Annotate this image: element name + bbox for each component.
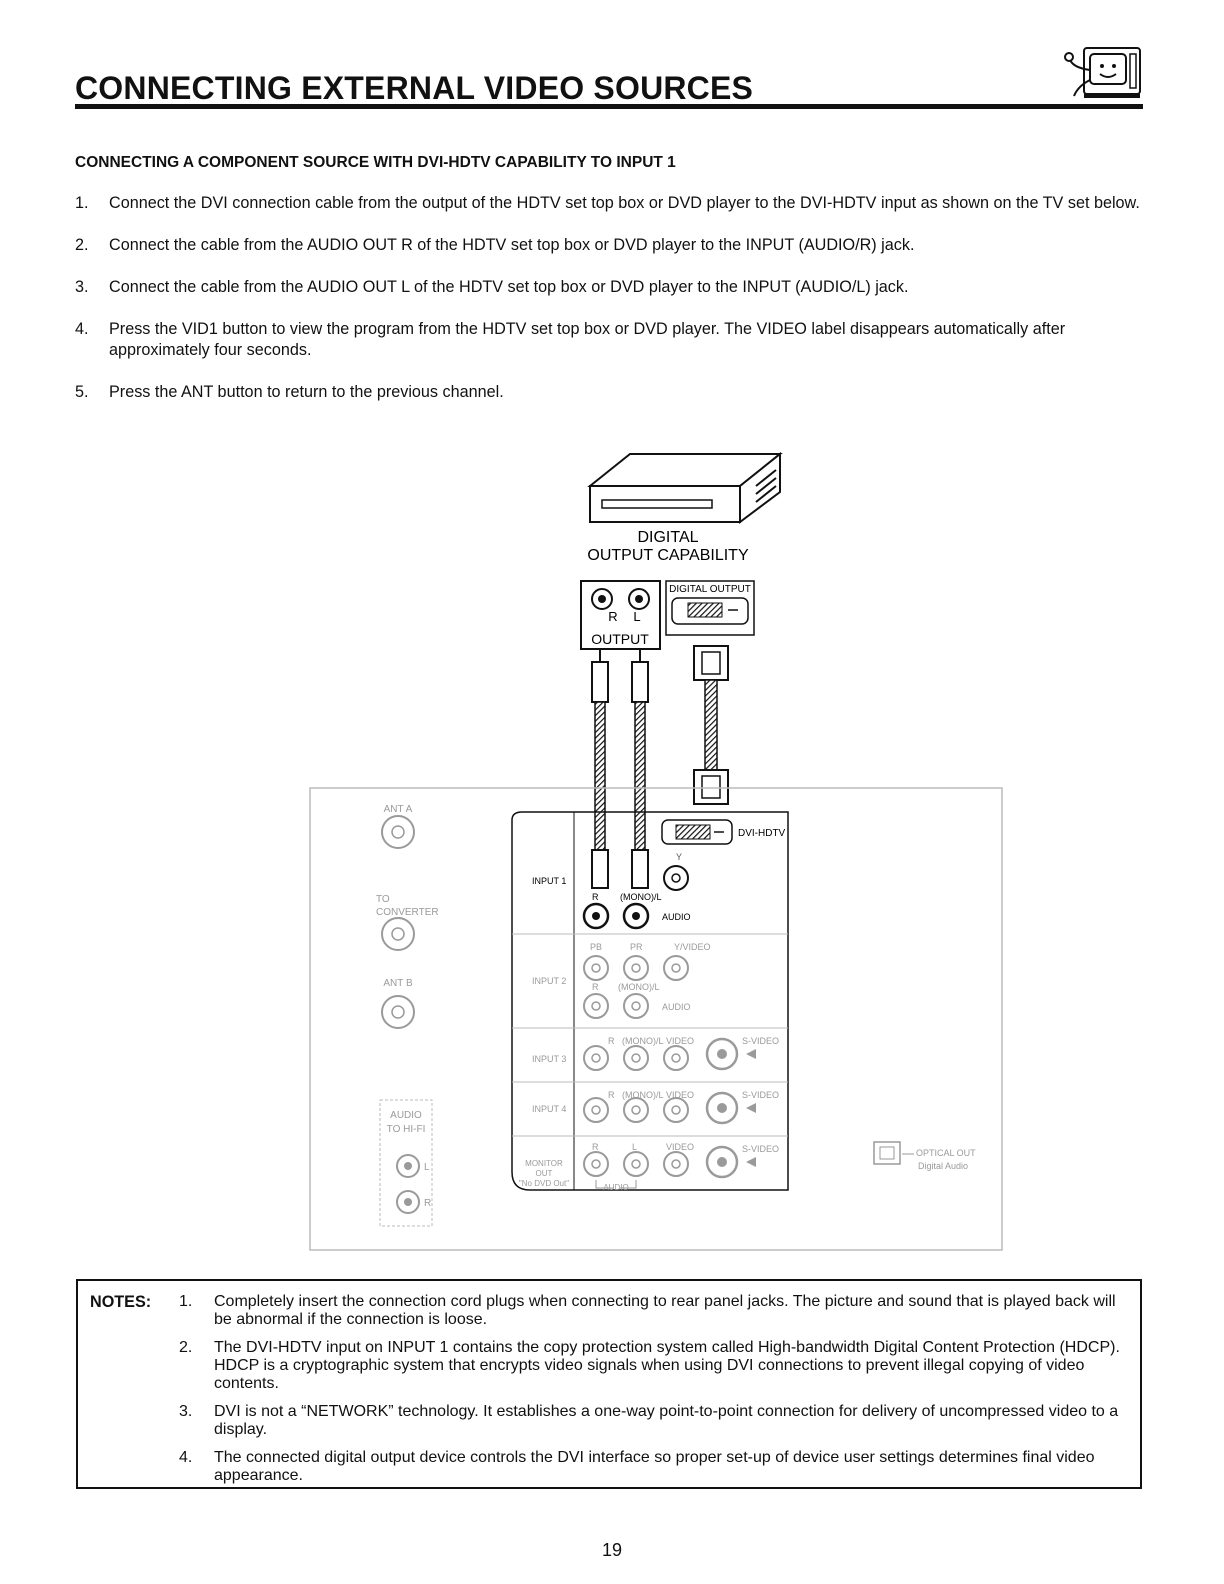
y-video-label: Y/VIDEO bbox=[674, 942, 711, 952]
step-number: 4. bbox=[75, 320, 89, 338]
note-item: 1. Completely insert the connection cord … bbox=[179, 1293, 1129, 1329]
step-number: 1. bbox=[75, 194, 89, 212]
input1-audio-label: AUDIO bbox=[662, 912, 691, 922]
note-item: 4. The connected digital output device co… bbox=[179, 1449, 1129, 1485]
step-text: Press the VID1 button to view the progra… bbox=[109, 320, 1066, 359]
note-item: 3. DVI is not a “NETWORK” technology. It … bbox=[179, 1403, 1129, 1439]
note-text: The connected digital output device cont… bbox=[214, 1449, 1095, 1484]
to-converter-label-2: CONVERTER bbox=[376, 907, 439, 918]
input4-video-label: VIDEO bbox=[666, 1090, 694, 1100]
digital-output-device bbox=[587, 451, 783, 524]
notes-label: NOTES: bbox=[90, 1293, 152, 1311]
input-block bbox=[511, 811, 789, 1191]
notes-box: NOTES: 1. Completely insert the connectio… bbox=[76, 1279, 1142, 1489]
note-number: 1. bbox=[179, 1293, 193, 1310]
monitor-audio-label: AUDIO bbox=[603, 1183, 628, 1192]
tv-rear-panel bbox=[309, 787, 1003, 1251]
connection-diagram: DIGITAL OUTPUT CAPABILITY R L OUTPUT DIG… bbox=[309, 451, 1003, 1251]
input2-audio-label: AUDIO bbox=[662, 1002, 691, 1012]
output-label: OUTPUT bbox=[591, 631, 649, 647]
notes-list: 1. Completely insert the connection cord … bbox=[179, 1293, 1129, 1495]
input1-r-label: R bbox=[592, 892, 599, 902]
title-rule bbox=[75, 104, 1143, 109]
digital-output-label: DIGITAL OUTPUT bbox=[669, 584, 751, 595]
step-item: 2. Connect the cable from the AUDIO OUT R… bbox=[75, 235, 1150, 256]
hifi-l-label: L bbox=[424, 1162, 430, 1173]
ant-a-label: ANT A bbox=[384, 804, 413, 815]
step-text: Connect the DVI connection cable from th… bbox=[109, 194, 1140, 212]
input4-s-video-label: S-VIDEO bbox=[742, 1090, 779, 1100]
instruction-steps: 1. Connect the DVI connection cable from … bbox=[75, 193, 1150, 424]
audio-to-hifi-panel bbox=[379, 1099, 433, 1227]
input3-r-label: R bbox=[608, 1036, 615, 1046]
page-number: 19 bbox=[601, 1540, 623, 1560]
input1-label: INPUT 1 bbox=[532, 876, 566, 886]
page-title: CONNECTING EXTERNAL VIDEO SOURCES bbox=[75, 70, 754, 106]
note-number: 4. bbox=[179, 1449, 193, 1466]
hifi-r-label: R bbox=[424, 1198, 431, 1209]
monitor-l-label: L bbox=[632, 1142, 637, 1152]
input4-label: INPUT 4 bbox=[532, 1104, 566, 1114]
to-converter-label-1: TO bbox=[376, 894, 390, 905]
monitor-out-label-1: MONITOR bbox=[525, 1159, 563, 1168]
step-number: 2. bbox=[75, 236, 89, 254]
audio-to-hifi-label-1: AUDIO bbox=[390, 1110, 422, 1121]
dvi-cable bbox=[693, 645, 729, 805]
input4-r-label: R bbox=[608, 1090, 615, 1100]
pr-label: PR bbox=[630, 942, 643, 952]
digital-audio-label: Digital Audio bbox=[918, 1161, 968, 1171]
step-item: 5. Press the ANT button to return to the … bbox=[75, 382, 1150, 403]
rca-cable-r bbox=[591, 650, 609, 889]
tv-mascot-icon bbox=[1064, 47, 1141, 98]
input2-r-label: R bbox=[592, 982, 599, 992]
input3-mono-l-label: (MONO)/L bbox=[622, 1036, 664, 1046]
monitor-s-video-label: S-VIDEO bbox=[742, 1144, 779, 1154]
monitor-r-label: R bbox=[592, 1142, 599, 1152]
note-text: The DVI-HDTV input on INPUT 1 contains t… bbox=[214, 1339, 1120, 1392]
output-r-label: R bbox=[608, 609, 617, 624]
input3-s-video-label: S-VIDEO bbox=[742, 1036, 779, 1046]
audio-to-hifi-label-2: TO HI-FI bbox=[387, 1124, 426, 1135]
section-subheading: CONNECTING A COMPONENT SOURCE WITH DVI-H… bbox=[75, 154, 676, 171]
step-text: Connect the cable from the AUDIO OUT R o… bbox=[109, 236, 915, 254]
output-l-label: L bbox=[633, 609, 640, 624]
monitor-video-label: VIDEO bbox=[666, 1142, 694, 1152]
monitor-out-label-3: "No DVD Out" bbox=[519, 1179, 569, 1188]
device-label-line-1: DIGITAL bbox=[637, 529, 698, 546]
input1-mono-l-label: (MONO)/L bbox=[620, 892, 662, 902]
y-label: Y bbox=[676, 852, 682, 862]
note-text: DVI is not a “NETWORK” technology. It es… bbox=[214, 1403, 1119, 1438]
pb-label: PB bbox=[590, 942, 602, 952]
step-item: 3. Connect the cable from the AUDIO OUT L… bbox=[75, 277, 1150, 298]
monitor-out-label-2: OUT bbox=[536, 1169, 553, 1178]
input2-mono-l-label: (MONO)/L bbox=[618, 982, 660, 992]
input3-video-label: VIDEO bbox=[666, 1036, 694, 1046]
input4-mono-l-label: (MONO)/L bbox=[622, 1090, 664, 1100]
device-label-line-2: OUTPUT CAPABILITY bbox=[587, 547, 749, 564]
step-number: 3. bbox=[75, 278, 89, 296]
step-item: 4. Press the VID1 button to view the prog… bbox=[75, 319, 1150, 361]
step-item: 1. Connect the DVI connection cable from … bbox=[75, 193, 1150, 214]
dvi-hdtv-label: DVI-HDTV bbox=[738, 828, 786, 839]
note-text: Completely insert the connection cord pl… bbox=[214, 1293, 1116, 1328]
note-item: 2. The DVI-HDTV input on INPUT 1 contains… bbox=[179, 1339, 1129, 1393]
step-text: Press the ANT button to return to the pr… bbox=[109, 383, 504, 401]
ant-b-label: ANT B bbox=[383, 978, 413, 989]
optical-out-label: OPTICAL OUT bbox=[916, 1148, 976, 1158]
input3-label: INPUT 3 bbox=[532, 1054, 566, 1064]
input2-label: INPUT 2 bbox=[532, 976, 566, 986]
note-number: 3. bbox=[179, 1403, 193, 1420]
step-text: Connect the cable from the AUDIO OUT L o… bbox=[109, 278, 909, 296]
rca-cable-l bbox=[631, 650, 649, 889]
note-number: 2. bbox=[179, 1339, 193, 1356]
step-number: 5. bbox=[75, 383, 89, 401]
